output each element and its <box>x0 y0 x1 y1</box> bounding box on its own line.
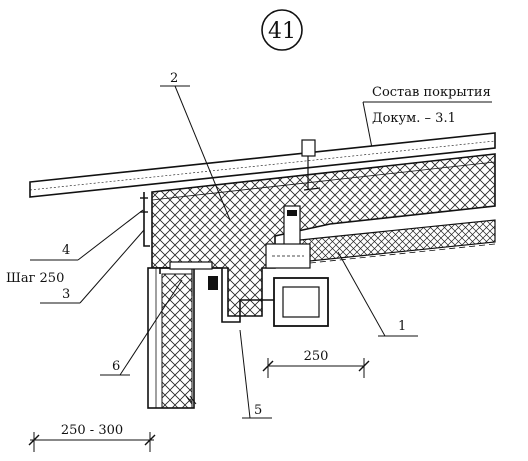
wall-cap-flashing <box>159 261 274 323</box>
callout-4: 4 Шаг 250 <box>6 209 144 286</box>
callout-number-1: 1 <box>398 319 406 334</box>
purlin-fastener <box>265 205 311 269</box>
callout-5: 5 <box>239 329 272 419</box>
callout-number-4: 4 <box>62 243 70 258</box>
roof-composition-reference: Докум. – 3.1 <box>372 111 456 126</box>
pitch-note: Шаг 250 <box>6 271 64 286</box>
dimension-overhang: 250 - 300 <box>28 423 156 452</box>
callout-number-6: 6 <box>112 359 120 374</box>
roof-sheet <box>29 132 496 198</box>
dimension-overhang-label: 250 - 300 <box>61 423 123 438</box>
callout-number-3: 3 <box>62 287 70 302</box>
dimension-purlin-offset-label: 250 <box>304 349 329 364</box>
roof-composition-title: Состав покрытия <box>372 85 491 100</box>
callout-number-5: 5 <box>254 403 262 418</box>
roof-composition-callout: Состав покрытия Докум. – 3.1 <box>362 85 492 149</box>
dimension-purlin-offset: 250 <box>262 349 370 378</box>
wall-sandwich-panel <box>147 267 197 409</box>
insulation-strip <box>299 219 496 265</box>
detail-number-badge: 41 <box>261 9 303 51</box>
eave-flashing <box>140 192 150 247</box>
callout-3: 3 <box>40 229 145 304</box>
callout-1: 1 <box>337 251 418 337</box>
steel-purlin <box>273 277 329 327</box>
callout-number-2: 2 <box>170 71 178 86</box>
callout-2: 2 <box>160 71 231 221</box>
detail-number: 41 <box>268 19 296 44</box>
callout-6: 6 <box>100 279 183 376</box>
